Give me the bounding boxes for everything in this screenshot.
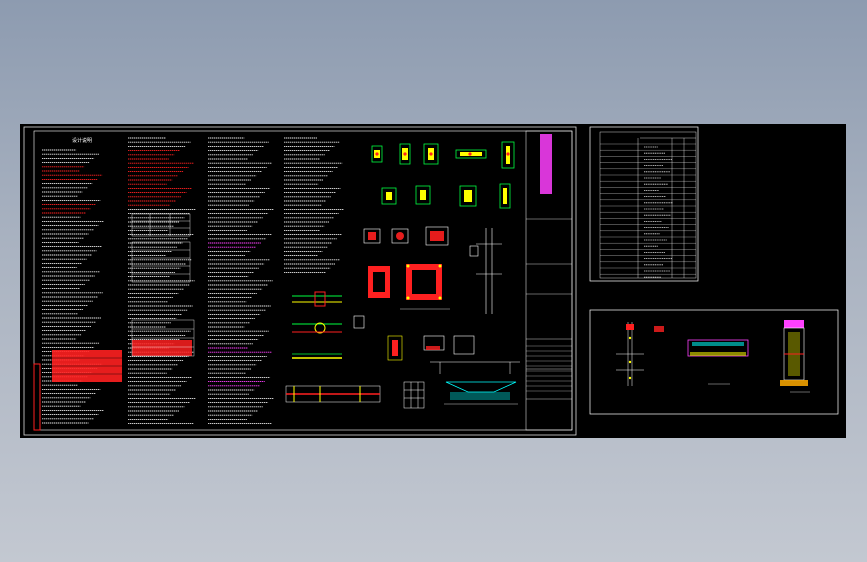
section-sheet: [589, 309, 839, 415]
title-block: [525, 130, 573, 431]
title-block-logo-stripe: [540, 134, 552, 194]
cad-drawing: 设计说明: [23, 126, 839, 436]
schedule-sheet: [589, 126, 699, 282]
notes-column-1: [42, 149, 104, 424]
notes-column-2: [128, 137, 196, 425]
details-column: [285, 141, 520, 409]
main-sheet-outer-frame: [23, 126, 577, 436]
cad-model-space[interactable]: 设计说明: [20, 124, 846, 438]
legend-table-red: [33, 340, 192, 431]
main-sheet-header: 设计说明: [72, 137, 92, 144]
notes-column-3: [208, 137, 274, 425]
schedule-table-small: [131, 213, 195, 357]
notes-column-4: [284, 137, 344, 273]
